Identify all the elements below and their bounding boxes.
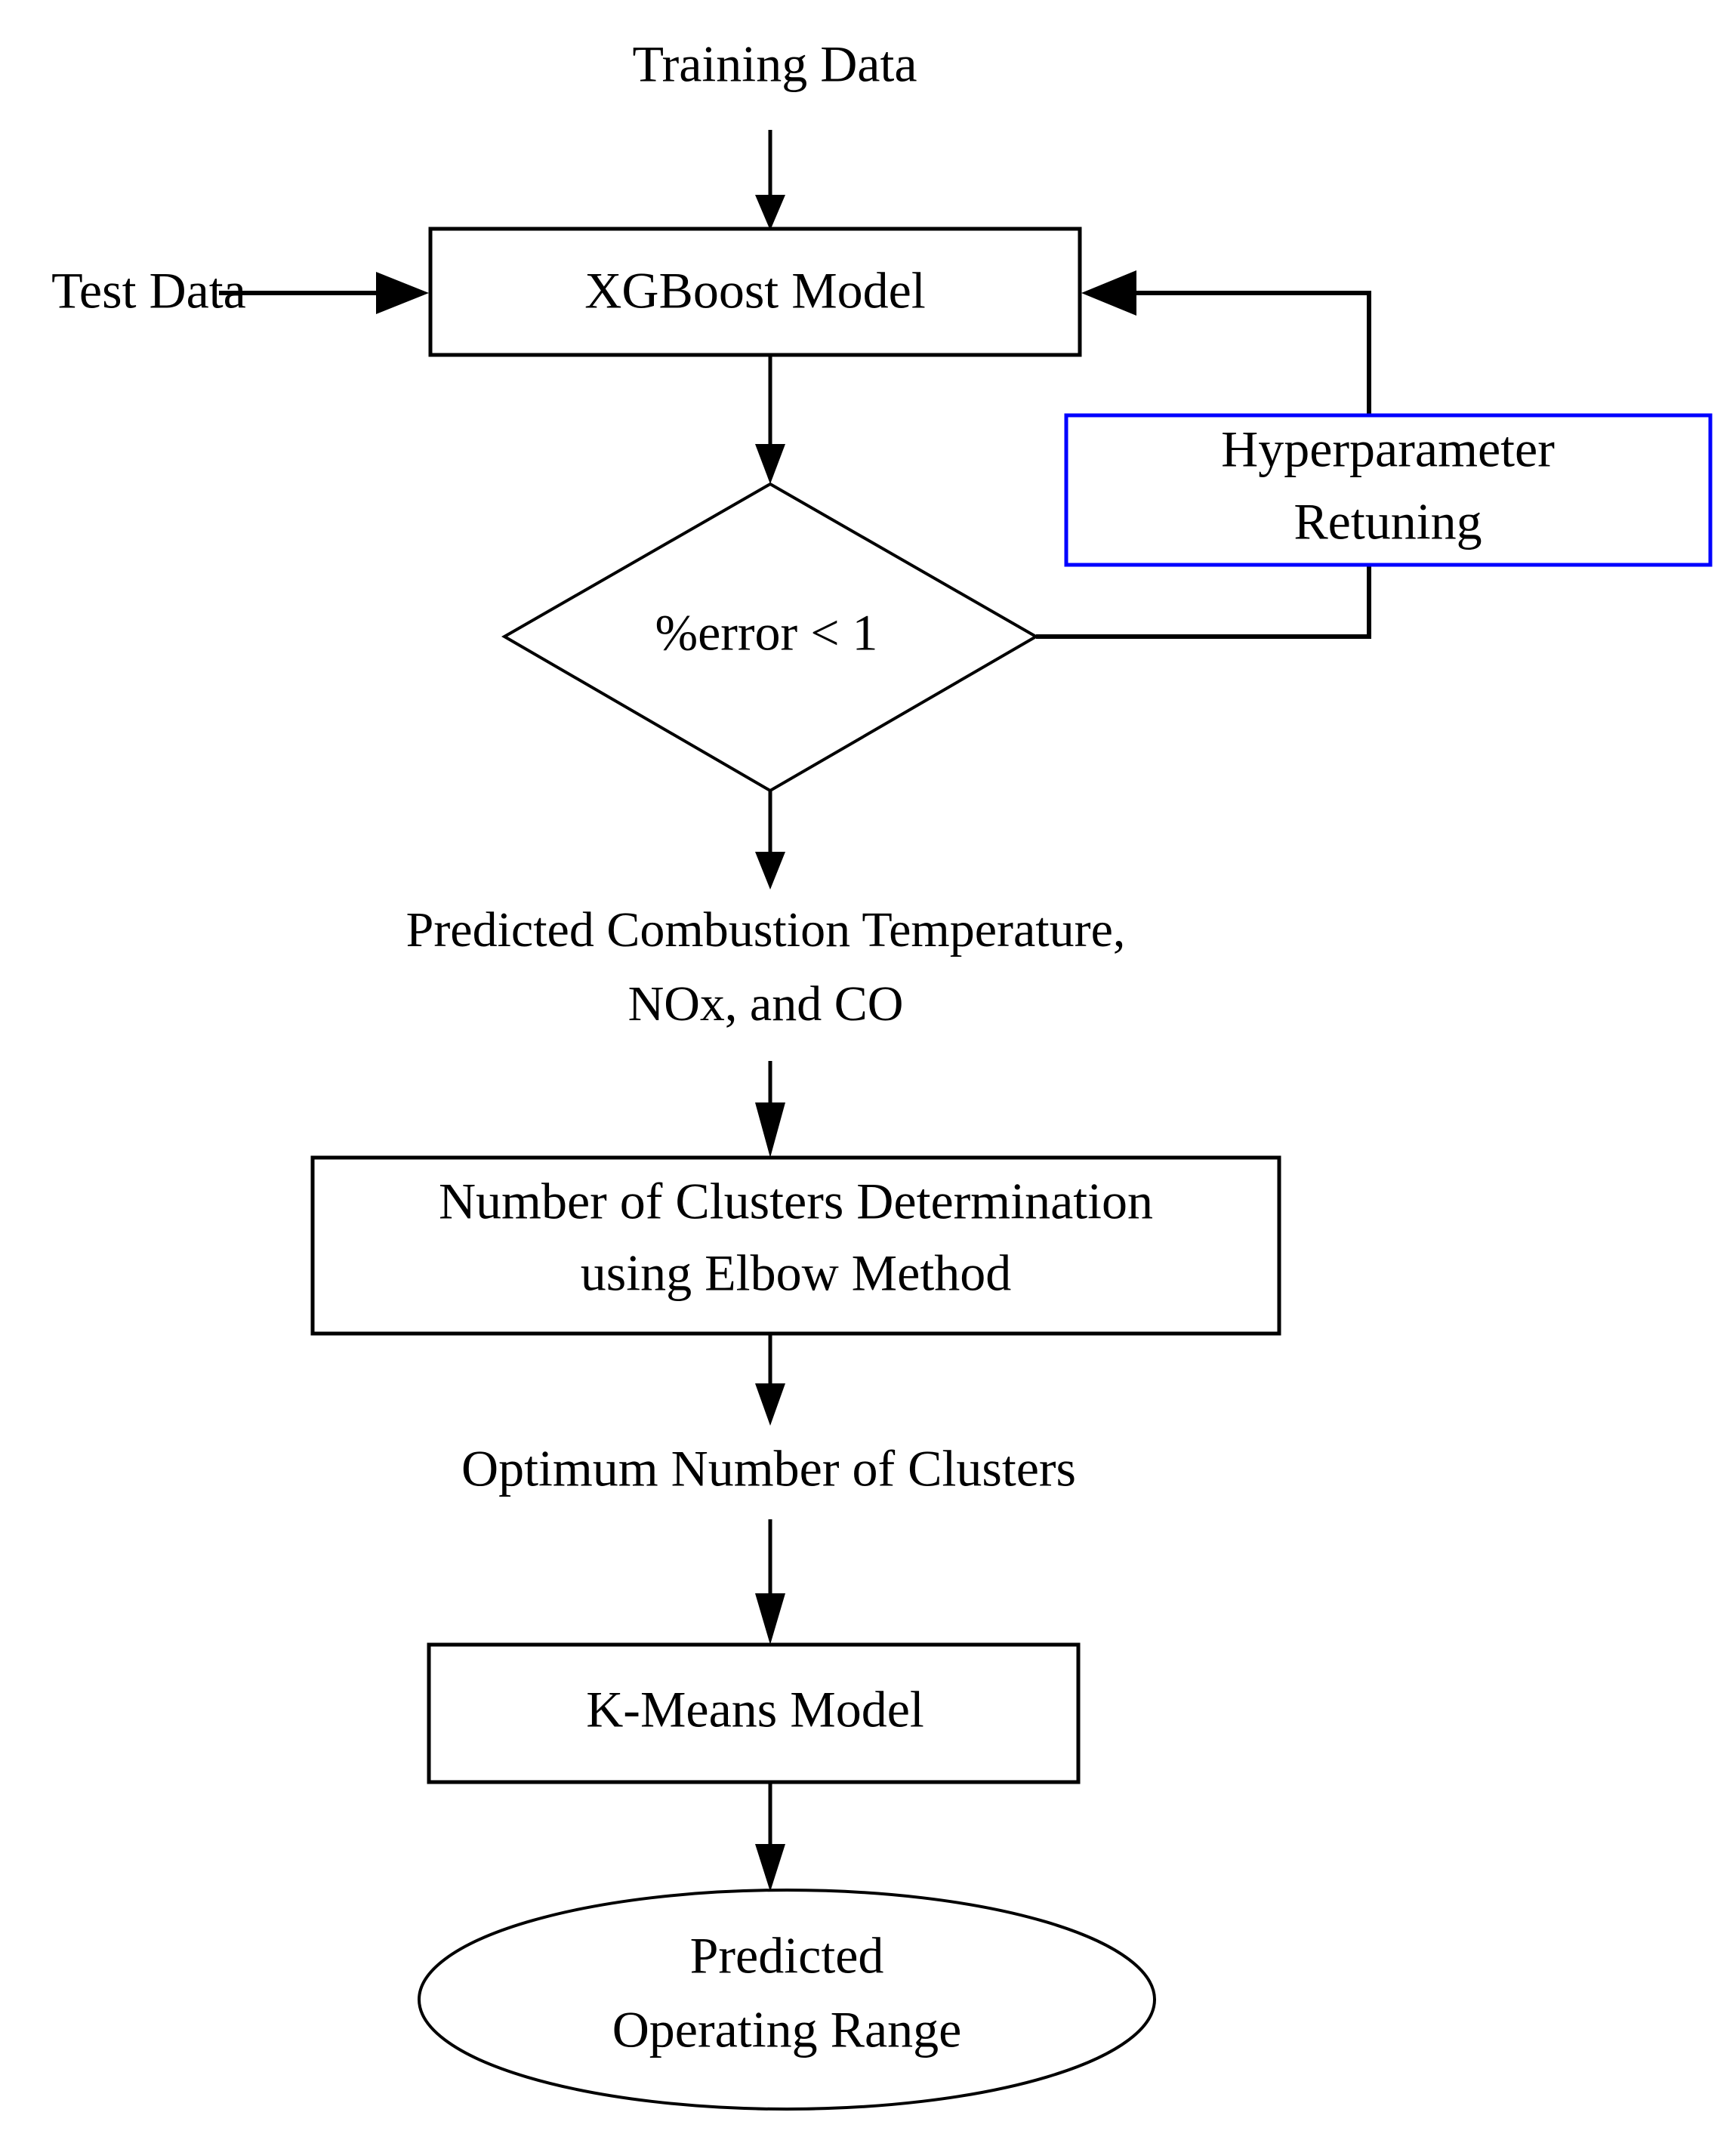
edge-cluster-determination-to-optimum <box>755 1334 785 1426</box>
xgboost-model-label: XGBoost Model <box>584 262 925 319</box>
predicted-operating-range-ellipse[interactable] <box>418 1889 1156 2111</box>
test-data-label: Test Data <box>51 262 246 319</box>
edge-test-to-xgboost <box>219 272 429 314</box>
kmeans-model-box[interactable] <box>427 1642 1081 1784</box>
predicted-operating-range-label-line2: Operating Range <box>612 2001 962 2058</box>
training-data-label: Training Data <box>632 35 917 93</box>
node-hyperparameter-retuning[interactable]: Hyperparameter Retuning <box>1064 413 1713 567</box>
cluster-determination-label-line1: Number of Clusters Determination <box>439 1173 1153 1230</box>
error-decision-diamond[interactable] <box>501 482 1040 793</box>
node-cluster-determination[interactable]: Number of Clusters Determination using E… <box>310 1155 1281 1336</box>
xgboost-model-box[interactable] <box>428 227 1082 357</box>
predicted-outputs-label-line2: NOx, and CO <box>628 976 904 1031</box>
edge-kmeans-to-operating-range <box>755 1782 785 1892</box>
node-optimum-clusters: Optimum Number of Clusters <box>461 1440 1076 1497</box>
edge-optimum-to-kmeans <box>755 1519 785 1645</box>
kmeans-model-label: K-Means Model <box>586 1681 924 1738</box>
node-xgboost-model[interactable]: XGBoost Model <box>428 227 1082 357</box>
edge-xgboost-to-decision <box>755 355 785 484</box>
edge-training-to-xgboost <box>755 130 785 230</box>
hyperparameter-retuning-label-line2: Retuning <box>1294 493 1482 550</box>
node-training-data: Training Data <box>632 35 917 93</box>
predicted-outputs-label-line1: Predicted Combustion Temperature, <box>406 902 1126 957</box>
node-kmeans-model[interactable]: K-Means Model <box>427 1642 1081 1784</box>
edge-outputs-to-cluster-determination <box>755 1061 785 1158</box>
edge-decision-to-predicted-outputs <box>755 791 785 890</box>
hyperparameter-retuning-label-line1: Hyperparameter <box>1221 421 1555 478</box>
error-decision-label: %error < 1 <box>655 604 877 661</box>
cluster-determination-label-line2: using Elbow Method <box>581 1244 1011 1302</box>
node-error-decision[interactable]: %error < 1 <box>501 482 1040 793</box>
node-predicted-operating-range[interactable]: Predicted Operating Range <box>418 1889 1156 2111</box>
node-predicted-outputs: Predicted Combustion Temperature, NOx, a… <box>406 902 1126 1031</box>
cluster-determination-box[interactable] <box>310 1155 1281 1336</box>
optimum-clusters-label: Optimum Number of Clusters <box>461 1440 1076 1497</box>
predicted-operating-range-label-line1: Predicted <box>690 1927 884 1984</box>
hyperparameter-retuning-box[interactable] <box>1064 413 1713 567</box>
node-test-data: Test Data <box>51 262 246 319</box>
